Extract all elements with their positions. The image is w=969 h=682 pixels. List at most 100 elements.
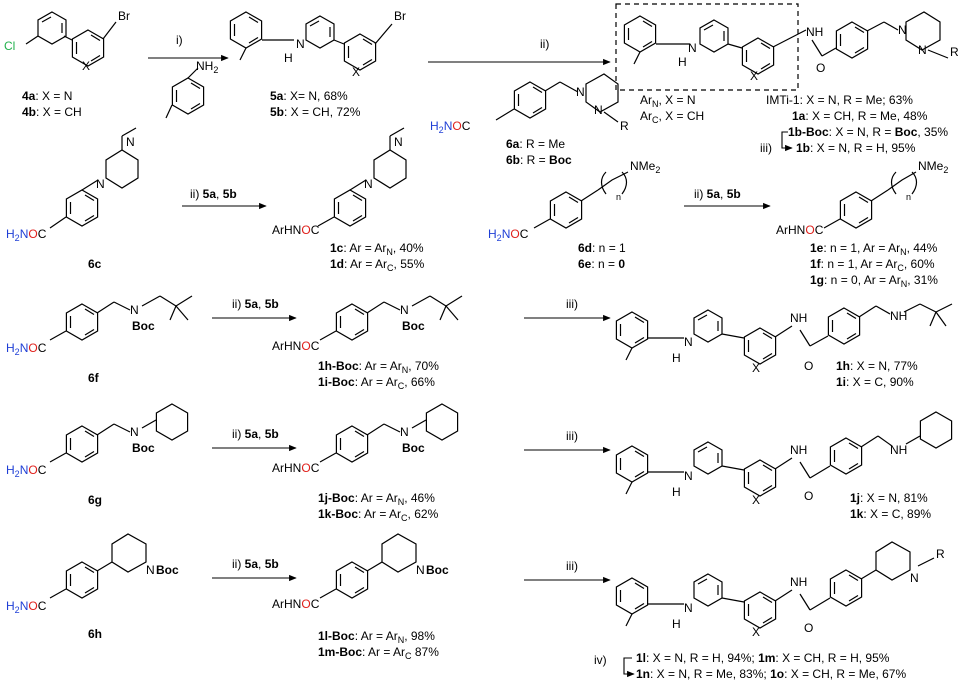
svg-text:NMe2: NMe2 [630,159,660,175]
compound-6g: N Boc H2NOC 6g [6,403,189,507]
compound-4: Cl Br X 4a: X = N 4b: X = CH [4,9,130,119]
label-imti1: IMTi-1: X = N, R = Me; 63% [766,93,913,107]
label-1n-1o: 1n: X = N, R = Me, 83%; 1o: X = CH, R = … [636,667,906,681]
svg-text:Boc: Boc [402,441,425,455]
label-1i-boc: 1i-Boc: Ar = ArC, 66% [318,375,435,391]
label-4a: 4a: X = N [22,89,72,103]
svg-text:Br: Br [394,9,406,23]
step-ii-6c: ii) 5a, 5b [182,187,267,210]
compound-1l-1o: N H X NH O N R iv) 1l: X = N, R = H, 94%… [594,541,945,681]
compound-1e-1g: n NMe2 ArHNOC 1e: n = 1, Ar = ArN, 44% 1… [776,159,948,289]
svg-text:Boc: Boc [132,319,155,333]
svg-text:R: R [936,547,945,561]
svg-text:N: N [416,563,425,577]
compound-6d-6e: n NMe2 H2NOC 6d: n = 1 6e: n = 0 [488,159,660,271]
svg-text:ArHNOC: ArHNOC [272,461,320,475]
label-6g: 6g [88,493,102,507]
svg-text:ii) 5a, 5b: ii) 5a, 5b [232,557,279,571]
svg-text:X: X [750,69,758,83]
svg-text:n: n [906,192,911,202]
label-1f: 1f: n = 1, Ar = ArC, 60% [810,257,935,273]
svg-text:N: N [394,135,403,149]
label-1b: 1b: X = N, R = H, 95% [796,141,916,155]
svg-text:N: N [684,335,693,349]
svg-text:NH: NH [790,311,807,325]
label-1d: 1d: Ar = ArC, 55% [330,257,425,273]
svg-text:Boc: Boc [132,441,155,455]
svg-text:Boc: Boc [156,563,179,577]
svg-text:H: H [284,51,293,65]
svg-text:n: n [616,192,621,202]
svg-text:X: X [752,625,760,639]
svg-text:N: N [126,135,135,149]
svg-text:iii): iii) [566,297,578,311]
step-ii-6h: ii) 5a, 5b [212,557,297,582]
svg-text:N: N [688,41,697,55]
svg-text:NH: NH [790,443,807,457]
step-ii-6f: ii) 5a, 5b [212,297,297,322]
label-1e: 1e: n = 1, Ar = ArN, 44% [810,241,938,257]
svg-text:N: N [594,103,603,117]
amide-label: H2NOC [6,227,47,243]
arn-label: ArN, X = N [640,93,696,109]
label-5a: 5a: X= N, 68% [270,89,348,103]
svg-text:O: O [804,359,813,373]
svg-text:X: X [352,65,360,79]
label-1j: 1j: X = N, 81% [850,491,928,505]
step-ii-6d: ii) 5a, 5b [684,187,771,210]
svg-text:iii): iii) [566,559,578,573]
svg-text:N: N [400,425,409,439]
svg-text:N: N [96,177,105,191]
label-6e: 6e: n = 0 [578,257,625,271]
svg-text:NH: NH [790,575,807,589]
label-1a: 1a: X = CH, R = Me, 48% [792,109,928,123]
label-5b: 5b: X = CH, 72% [270,105,361,119]
step-ii-6g: ii) 5a, 5b [212,427,297,452]
svg-text:H2NOC: H2NOC [6,463,47,479]
compound-6c: N N H2NOC 6c [6,127,139,271]
compound-1j-1k: N H X NH O NH 1j: X = N, 81% 1k: X = C, … [616,411,953,521]
label-6f: 6f [88,371,100,385]
step-iii-row3: iii) [524,297,611,322]
svg-text:N: N [400,303,409,317]
svg-text:NH: NH [890,443,907,457]
compound-1l-1m-boc: N Boc ArHNOC 1l-Boc: Ar = ArN, 98% 1m-Bo… [272,533,449,661]
step-iv-label: iv) [594,653,607,667]
svg-text:ii) 5a, 5b: ii) 5a, 5b [232,427,279,441]
compound-1h-1i: N H X NH O NH 1h: X = N, 77% 1i: X = C, … [616,303,953,389]
svg-text:ArHNOC: ArHNOC [776,223,824,237]
svg-text:N: N [146,563,155,577]
svg-text:O: O [804,621,813,635]
svg-text:N: N [684,469,693,483]
svg-text:H2NOC: H2NOC [6,599,47,615]
compound-1c-1d: N N ArHNOC 1c: Ar = ArN, 40% 1d: Ar = Ar… [272,127,425,273]
label-1h-boc: 1h-Boc: Ar = ArN, 70% [318,359,439,375]
amine-label: NH2 [196,59,218,75]
amide-label: H2NOC [430,119,471,135]
svg-text:R: R [620,119,629,133]
svg-text:Boc: Boc [426,563,449,577]
svg-text:N: N [130,425,139,439]
svg-text:H: H [672,485,681,499]
svg-text:N: N [364,177,373,191]
arc-label: ArC, X = CH [640,109,704,125]
svg-text:H2NOC: H2NOC [6,341,47,357]
svg-text:H: H [678,55,687,69]
svg-text:H2NOC: H2NOC [488,227,529,243]
svg-text:ii): ii) [540,37,549,51]
step-iii-row5: iii) [524,559,611,584]
label-1i: 1i: X = C, 90% [836,375,914,389]
label-1l-boc: 1l-Boc: Ar = ArN, 98% [318,629,435,645]
svg-text:H: H [672,617,681,631]
svg-text:R: R [950,45,959,59]
svg-text:N: N [296,37,305,51]
compound-1h-1i-boc: N Boc ArHNOC 1h-Boc: Ar = ArN, 70% 1i-Bo… [272,295,463,391]
svg-text:ii) 5a, 5b: ii) 5a, 5b [694,187,741,201]
label-1l-1m: 1l: X = N, R = H, 94%; 1m: X = CH, R = H… [636,651,890,665]
svg-text:N: N [918,43,927,57]
label-1k: 1k: X = C, 89% [850,507,931,521]
svg-text:X: X [752,493,760,507]
chlorine-atom: Cl [4,39,15,53]
label-1b-boc: 1b-Boc: X = N, R = Boc, 35% [788,125,948,139]
label-1j-boc: 1j-Boc: Ar = ArN, 46% [318,491,435,507]
